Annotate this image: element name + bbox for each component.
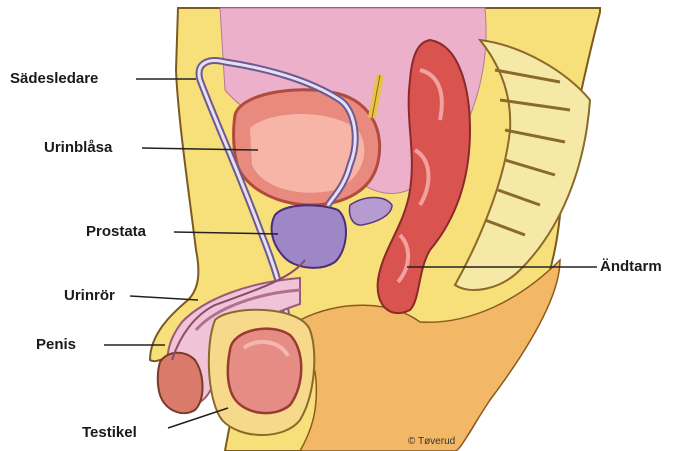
glans — [158, 353, 203, 413]
label-penis: Penis — [36, 337, 76, 352]
copyright-credit: © Tøverud — [408, 436, 455, 447]
label-bladder: Urinblåsa — [44, 140, 112, 155]
label-urethra: Urinrör — [64, 288, 115, 303]
label-vas-deferens: Sädesledare — [10, 71, 98, 86]
label-testicle: Testikel — [82, 425, 137, 440]
label-prostate: Prostata — [86, 224, 146, 239]
label-rectum: Ändtarm — [600, 259, 662, 274]
